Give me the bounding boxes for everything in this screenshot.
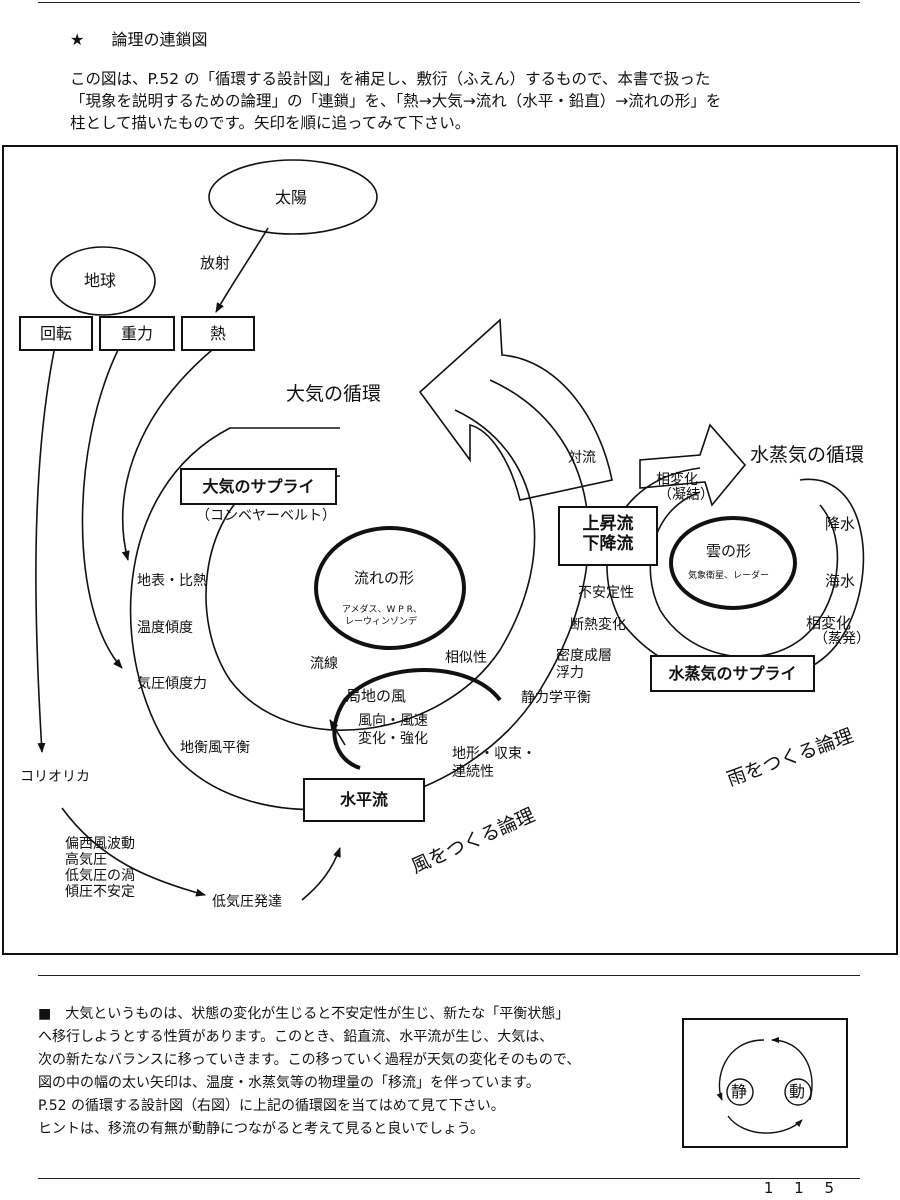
top-rule bbox=[38, 2, 860, 3]
vapor-cycle-label: 水蒸気の循環 bbox=[750, 444, 865, 466]
intro-line: 柱として描いたものです。矢印を順に追ってみて下さい。 bbox=[70, 114, 471, 132]
heat-label: 熱 bbox=[209, 324, 226, 343]
coriolis-arrow bbox=[61, 807, 206, 897]
heat-arrow bbox=[121, 349, 213, 561]
conveyor-label: （コンベヤーベルト） bbox=[196, 508, 336, 524]
note-line: 次の新たなバランスに移っていきます。この移っていく過程が天気の変化そのもので、 bbox=[38, 1052, 581, 1068]
cloud-shape-label: 雲の形 bbox=[706, 542, 752, 560]
rotation-label: 回転 bbox=[39, 324, 72, 343]
sun-label: 太陽 bbox=[275, 188, 308, 207]
earth-label: 地球 bbox=[84, 271, 117, 290]
gravity-box: 重力 bbox=[99, 316, 175, 351]
local-wind-loop bbox=[332, 668, 502, 770]
lowdev-arrow bbox=[301, 847, 341, 901]
coriolis-label: コリオリカ bbox=[20, 769, 90, 785]
phase-evap-line: 相変化 bbox=[806, 614, 852, 632]
updown-box: 上昇流 下降流 bbox=[558, 506, 658, 566]
flow-shape-circle bbox=[314, 526, 466, 650]
low-dev-label: 低気圧発達 bbox=[212, 894, 282, 910]
atm-loop-inner bbox=[205, 409, 536, 731]
pressure-gradient-label: 気圧傾度力 bbox=[137, 676, 207, 692]
local-wind-arrow bbox=[329, 719, 346, 746]
atm-supply-label: 大気のサプライ bbox=[202, 477, 315, 496]
westerly-line: 傾圧不安定 bbox=[65, 884, 135, 900]
stratification-line: 浮力 bbox=[556, 665, 584, 681]
static-label: 静 bbox=[731, 1082, 748, 1101]
flow-shape-label: 流れの形 bbox=[354, 569, 415, 587]
note-line: 図の中の幅の太い矢印は、温度・水蒸気等の物理量の「移流」を伴っています。 bbox=[38, 1075, 540, 1091]
gravity-arrow bbox=[81, 349, 123, 669]
cycle-inset: 静 動 bbox=[682, 1018, 848, 1148]
vapor-arrow-head bbox=[639, 423, 747, 507]
terrain-line: 地形・収束・ bbox=[452, 746, 536, 762]
dynamic-label: 動 bbox=[789, 1082, 806, 1101]
westerly-line: 低気圧の渦 bbox=[65, 868, 135, 884]
heading-title: 論理の連鎖図 bbox=[111, 30, 208, 49]
cycle-inset-diagram bbox=[716, 1037, 813, 1134]
wind-change-line: 風向・風速 bbox=[358, 713, 428, 729]
phase-cond-line: （凝結） bbox=[658, 487, 714, 503]
section-heading: ★ 論理の連鎖図 bbox=[70, 26, 207, 50]
radiation-arrow bbox=[215, 227, 269, 313]
vapor-supply-label: 水蒸気のサプライ bbox=[668, 664, 797, 683]
page-number: 1 1 5 bbox=[763, 1179, 842, 1197]
note-line: ヒントは、移流の有無が動静につながると考えて見ると良いでしょう。 bbox=[38, 1121, 485, 1137]
updown-label: 上昇流 bbox=[582, 514, 634, 534]
phase-cond-line: 相変化 bbox=[656, 472, 698, 488]
horizontal-flow-label: 水平流 bbox=[339, 790, 388, 809]
sun-ellipse bbox=[208, 159, 378, 235]
atm-arrow-head bbox=[418, 318, 613, 501]
stratification-line: 密度成層 bbox=[556, 648, 612, 664]
phase-evap-line: （蒸発） bbox=[814, 631, 870, 647]
static-circle bbox=[726, 1078, 754, 1106]
cloud-shape-sub: 気象衛星、レーダー bbox=[688, 571, 770, 581]
horizontal-flow-box: 水平流 bbox=[303, 778, 425, 822]
local-wind-label: 局地の風 bbox=[346, 687, 407, 705]
vapor-supply-box: 水蒸気のサプライ bbox=[650, 655, 815, 692]
intro-line: 「現象を説明するための論理」の「連鎖」を、「熱→大気→流れ（水平・鉛直）→流れの… bbox=[70, 92, 722, 110]
dynamic-circle bbox=[784, 1078, 812, 1106]
rotation-box: 回転 bbox=[19, 316, 93, 351]
wind-change-line: 変化・強化 bbox=[358, 731, 428, 747]
gravity-label: 重力 bbox=[120, 324, 153, 343]
terrain-line: 連続性 bbox=[452, 764, 494, 780]
radiation-label: 放射 bbox=[200, 254, 231, 272]
westerly-line: 高気圧 bbox=[65, 852, 107, 868]
intro-line: この図は、P.52 の「循環する設計図」を補足し、敷衍（ふえん）するもので、本書… bbox=[70, 70, 711, 88]
note-line: ■ 大気というものは、状態の変化が生じると不安定性が生じ、新たな「平衡状態」 bbox=[38, 1006, 570, 1022]
cloud-shape-circle bbox=[669, 516, 797, 610]
intro-paragraph: この図は、P.52 の「循環する設計図」を補足し、敷衍（ふえん）するもので、本書… bbox=[70, 68, 850, 134]
temp-gradient-label: 温度傾度 bbox=[137, 620, 193, 636]
diagram-frame bbox=[2, 145, 898, 955]
convection-label: 対流 bbox=[568, 450, 596, 466]
sea-water-label: 海水 bbox=[825, 572, 856, 590]
flow-shape-sub: レーウィンゾンデ bbox=[345, 617, 418, 627]
rotation-arrow bbox=[35, 345, 56, 753]
surface-heat-label: 地表・比熱 bbox=[137, 573, 207, 589]
flow-shape-sub: アメダス、W P R、 bbox=[342, 605, 422, 615]
westerly-line: 偏西風波動 bbox=[65, 836, 135, 852]
note-line: P.52 の循環する設計図（右図）に上記の循環図を当てはめて見て下さい。 bbox=[38, 1098, 505, 1114]
instability-label: 不安定性 bbox=[578, 585, 634, 601]
geostrophic-label: 地衡風平衡 bbox=[180, 740, 250, 756]
note-line: へ移行しようとする性質があります。このとき、鉛直流、水平流が生じ、大気は、 bbox=[38, 1029, 554, 1045]
note-paragraph: ■ 大気というものは、状態の変化が生じると不安定性が生じ、新たな「平衡状態」 へ… bbox=[38, 1003, 678, 1141]
similarity-label: 相似性 bbox=[445, 650, 487, 666]
earth-ellipse bbox=[50, 246, 156, 316]
mid-rule bbox=[38, 975, 860, 976]
adiabatic-label: 断熱変化 bbox=[570, 617, 626, 633]
star-icon: ★ bbox=[70, 30, 85, 49]
hydrostatic-label: 静力学平衡 bbox=[521, 690, 591, 706]
atm-cycle-label: 大気の循環 bbox=[286, 383, 382, 405]
bottom-rule bbox=[38, 1178, 860, 1179]
precipitation-label: 降水 bbox=[825, 515, 856, 533]
streamline-label: 流線 bbox=[310, 656, 338, 672]
heat-box: 熱 bbox=[181, 316, 255, 351]
atm-supply-box: 大気のサプライ bbox=[180, 468, 337, 505]
updown-label: 下降流 bbox=[582, 534, 634, 554]
